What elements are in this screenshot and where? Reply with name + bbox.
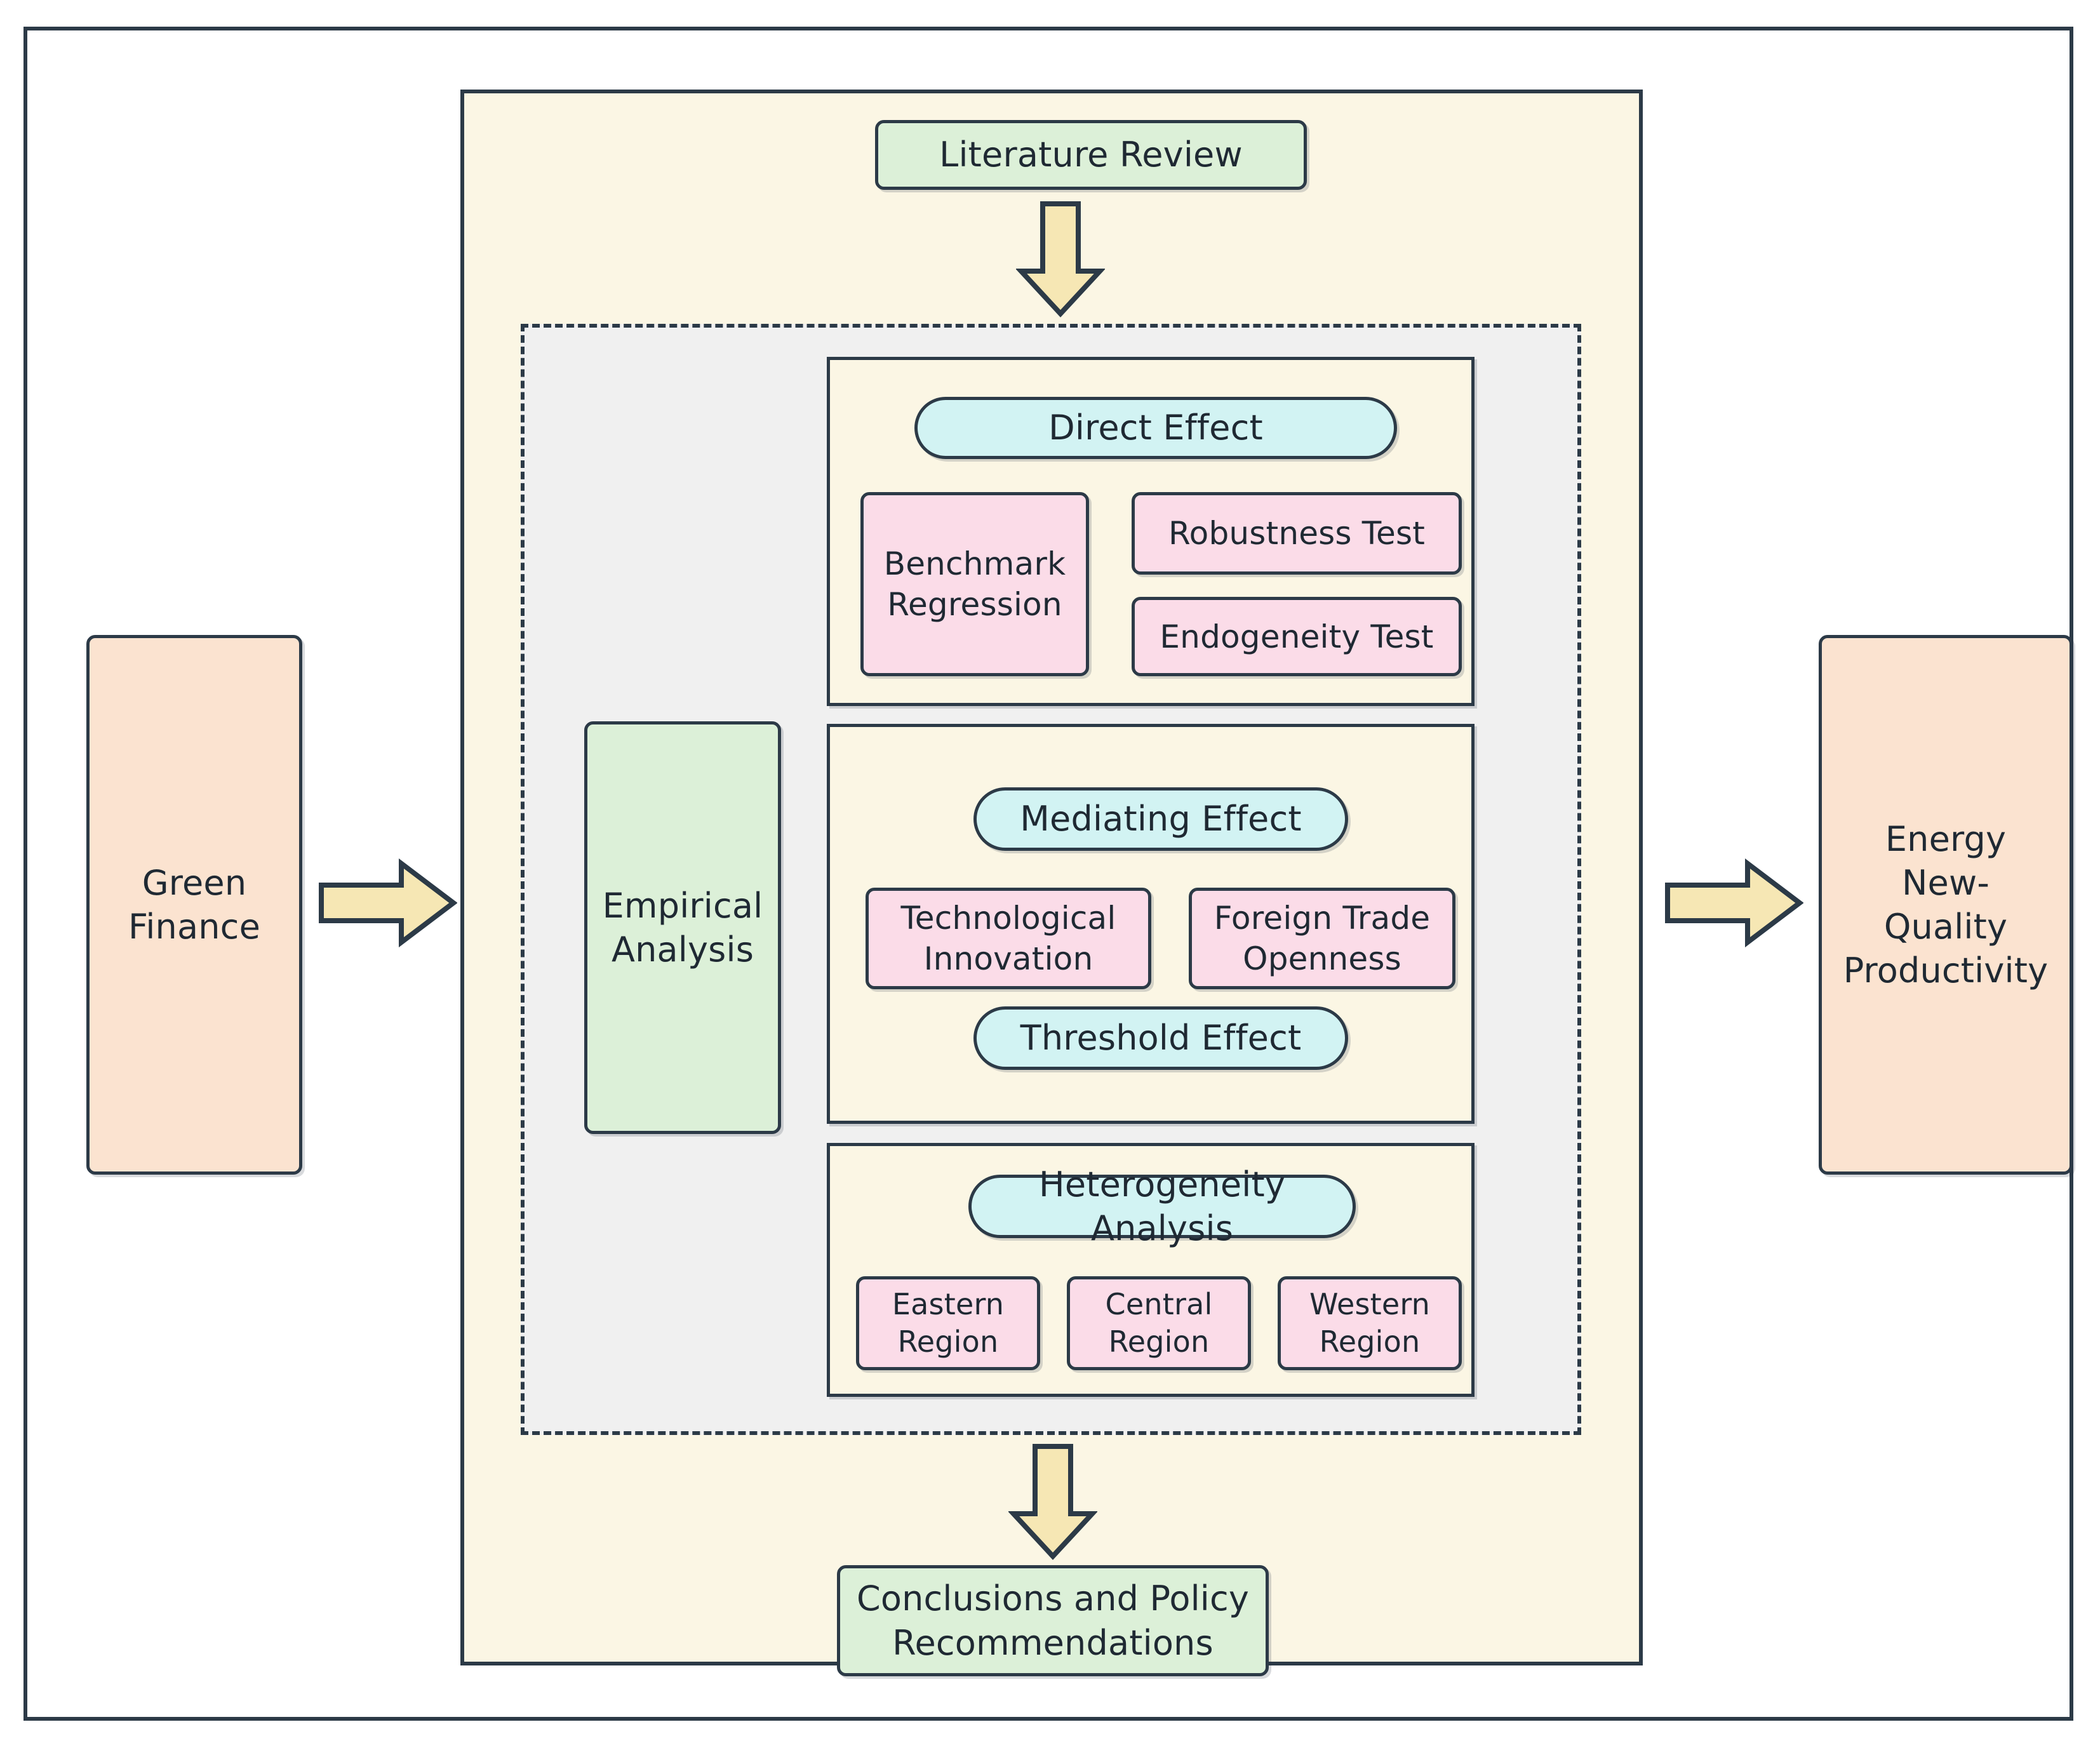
node-empirical-analysis[interactable]: Empirical Analysis [584,721,781,1134]
node-western-region[interactable]: Western Region [1278,1276,1462,1370]
node-threshold-effect[interactable]: Threshold Effect [973,1006,1348,1070]
node-energy-new-quality-productivity[interactable]: Energy New- Quality Productivity [1819,635,2073,1175]
arrow-literature-to-empirical-icon [1016,200,1105,317]
group-header-heterogeneity-analysis[interactable]: Heterogeneity Analysis [968,1164,1356,1248]
node-literature-review[interactable]: Literature Review [875,120,1307,190]
arrow-process-to-output-icon [1664,858,1803,947]
group-header-mediating-effect[interactable]: Mediating Effect [973,787,1348,851]
arrow-empirical-to-conclusions-icon [1008,1443,1097,1560]
arrow-input-to-process-icon [318,858,457,947]
node-technological-innovation[interactable]: Technological Innovation [866,888,1151,989]
group-header-direct-effect[interactable]: Direct Effect [914,397,1397,459]
node-green-finance[interactable]: Green Finance [86,635,302,1175]
node-endogeneity-test[interactable]: Endogeneity Test [1132,597,1462,676]
node-benchmark-regression[interactable]: Benchmark Regression [860,492,1089,676]
node-central-region[interactable]: Central Region [1067,1276,1251,1370]
node-foreign-trade-openness[interactable]: Foreign Trade Openness [1189,888,1455,989]
node-robustness-test[interactable]: Robustness Test [1132,492,1462,575]
node-eastern-region[interactable]: Eastern Region [856,1276,1040,1370]
node-conclusions-policy-recommendations[interactable]: Conclusions and Policy Recommendations [837,1565,1269,1676]
